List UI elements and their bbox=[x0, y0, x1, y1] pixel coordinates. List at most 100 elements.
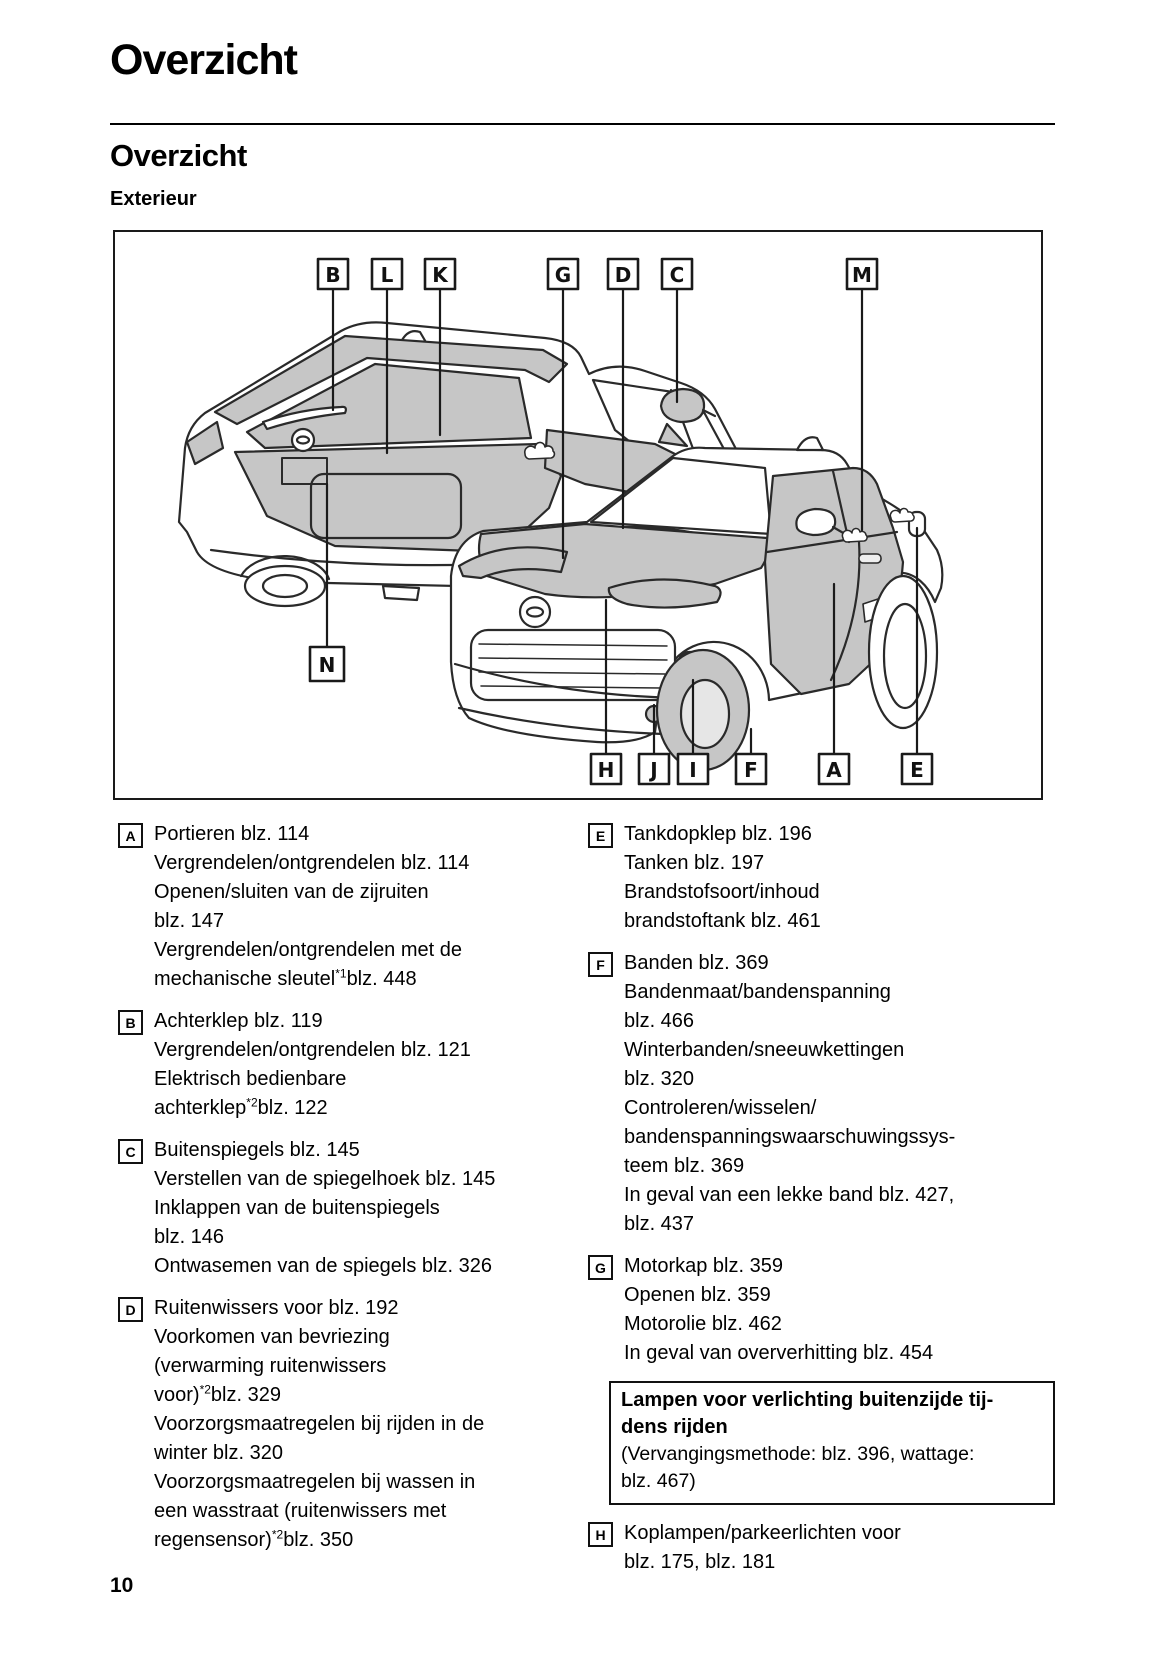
callout-letter-badge: E bbox=[588, 823, 613, 848]
car-illustration: B L K G D C M H J I F A E N bbox=[177, 257, 944, 786]
legend-line: blz. 320 bbox=[624, 1068, 695, 1090]
legend-line: voor)*2blz. 329 bbox=[154, 1382, 281, 1406]
diagram-callout-letter: G bbox=[555, 263, 571, 287]
callout-letter-badge: F bbox=[588, 952, 613, 977]
legend-line: brandstoftank blz. 461 bbox=[624, 910, 821, 932]
callout-letter-badge: B bbox=[118, 1010, 143, 1035]
legend-line: Openen blz. 359 bbox=[624, 1284, 771, 1306]
diagram-callout-letter: N bbox=[319, 653, 336, 677]
legend-line: mechanische sleutel*1blz. 448 bbox=[154, 966, 417, 990]
legend-line: Tankdopklep blz. 196 bbox=[624, 823, 812, 845]
legend-line: blz. 147 bbox=[154, 910, 225, 932]
subsection-heading: Exterieur bbox=[110, 188, 197, 210]
legend-line: Elektrisch bedienbare bbox=[154, 1068, 347, 1090]
diagram-callout-letter: D bbox=[615, 263, 632, 287]
superscript-ref: *2 bbox=[199, 1382, 211, 1397]
legend-line: Tanken blz. 197 bbox=[624, 852, 765, 874]
diagram-callout-letter: J bbox=[648, 758, 657, 782]
diagram-callout-box-E bbox=[900, 752, 934, 786]
diagram-callout-letter: A bbox=[826, 758, 842, 782]
legend-line: teem blz. 369 bbox=[624, 1155, 745, 1177]
legend-line: regensensor)*2blz. 350 bbox=[154, 1527, 354, 1551]
legend-line: blz. 437 bbox=[624, 1213, 695, 1235]
legend-line: Bandenmaat/bandenspanning bbox=[624, 981, 891, 1003]
legend-line: Inklappen van de buitenspiegels bbox=[154, 1197, 440, 1219]
diagram-callout-letter: M bbox=[852, 263, 872, 287]
legend-line: Verstellen van de spiegelhoek blz. 145 bbox=[154, 1168, 496, 1190]
diagram-callout-letter: B bbox=[325, 263, 340, 287]
callout-letter-badge: A bbox=[118, 823, 143, 848]
legend-line: winter blz. 320 bbox=[154, 1442, 283, 1464]
diagram-callout-box-F bbox=[734, 752, 768, 786]
legend-line: Motorkap blz. 359 bbox=[624, 1255, 783, 1277]
callout-layer: B L K G D C M H J I F A E N bbox=[308, 257, 934, 786]
diagram-callout-letter: C bbox=[670, 263, 685, 287]
legend-line: Vergrendelen/ontgrendelen blz. 121 bbox=[154, 1039, 471, 1061]
superscript-ref: *1 bbox=[335, 966, 347, 981]
diagram-callout-box-G bbox=[546, 257, 580, 291]
legend-line: Buitenspiegels blz. 145 bbox=[154, 1139, 360, 1161]
legend-line: (verwarming ruitenwissers bbox=[154, 1355, 387, 1377]
legend-line: Portieren blz. 114 bbox=[154, 823, 310, 845]
legend-line: Lampen voor verlichting buitenzijde tij- bbox=[621, 1389, 994, 1411]
diagram-callout-box-J bbox=[637, 752, 671, 786]
legend-line: achterklep*2blz. 122 bbox=[154, 1095, 328, 1119]
front-car-art bbox=[449, 436, 944, 772]
diagram-callout-letter: L bbox=[381, 263, 394, 287]
callout-letter-badge: G bbox=[588, 1255, 613, 1280]
diagram-callout-box-C bbox=[660, 257, 694, 291]
legend-line: Controleren/wisselen/ bbox=[624, 1097, 817, 1119]
diagram-callout-letter: H bbox=[598, 758, 615, 782]
diagram-callout-box-L bbox=[370, 257, 404, 291]
legend-line: dens rijden bbox=[621, 1416, 728, 1438]
page-title: Overzicht bbox=[110, 36, 298, 84]
legend-line: Ruitenwissers voor blz. 192 bbox=[154, 1297, 399, 1319]
superscript-ref: *2 bbox=[246, 1095, 258, 1110]
diagram-callout-letter: F bbox=[744, 758, 758, 782]
legend-line: blz. 467) bbox=[621, 1470, 696, 1492]
legend-line: Brandstofsoort/inhoud bbox=[624, 881, 820, 903]
section-heading: Overzicht bbox=[110, 138, 247, 173]
legend-line: Vergrendelen/ontgrendelen met de bbox=[154, 939, 463, 961]
legend-line: bandenspanningswaarschuwingssys- bbox=[624, 1126, 956, 1148]
legend-line: Motorolie blz. 462 bbox=[624, 1313, 782, 1335]
legend-line: blz. 466 bbox=[624, 1010, 695, 1032]
diagram-callout-letter: K bbox=[432, 263, 449, 287]
legend-line: Winterbanden/sneeuwkettingen bbox=[624, 1039, 905, 1061]
legend-line: Voorzorgsmaatregelen bij wassen in bbox=[154, 1471, 476, 1493]
diagram-callout-box-H bbox=[589, 752, 623, 786]
legend-line: Koplampen/parkeerlichten voor bbox=[624, 1522, 901, 1544]
diagram-callout-box-K bbox=[423, 257, 457, 291]
legend-line: Achterklep blz. 119 bbox=[154, 1010, 323, 1032]
diagram-callout-letter: E bbox=[910, 758, 924, 782]
page-number: 10 bbox=[110, 1574, 134, 1597]
diagram-callout-box-N bbox=[308, 645, 346, 683]
diagram-callout-box-M bbox=[845, 257, 879, 291]
callout-letter-badge: C bbox=[118, 1139, 143, 1164]
diagram-callout-letter: I bbox=[689, 758, 696, 782]
diagram-callout-box-D bbox=[606, 257, 640, 291]
legend-line: Vergrendelen/ontgrendelen blz. 114 bbox=[154, 852, 470, 874]
legend-line: In geval van oververhitting blz. 454 bbox=[624, 1342, 934, 1364]
legend-line: Ontwasemen van de spiegels blz. 326 bbox=[154, 1255, 492, 1277]
exterior-lights-note: Lampen voor verlichting buitenzijde tij-… bbox=[609, 1381, 1055, 1505]
legend-line: In geval van een lekke band blz. 427, bbox=[624, 1184, 955, 1206]
superscript-ref: *2 bbox=[271, 1527, 284, 1542]
exterior-diagram: B L K G D C M H J I F A E N bbox=[113, 230, 1043, 800]
legend-line: Openen/sluiten van de zijruiten bbox=[154, 881, 429, 903]
